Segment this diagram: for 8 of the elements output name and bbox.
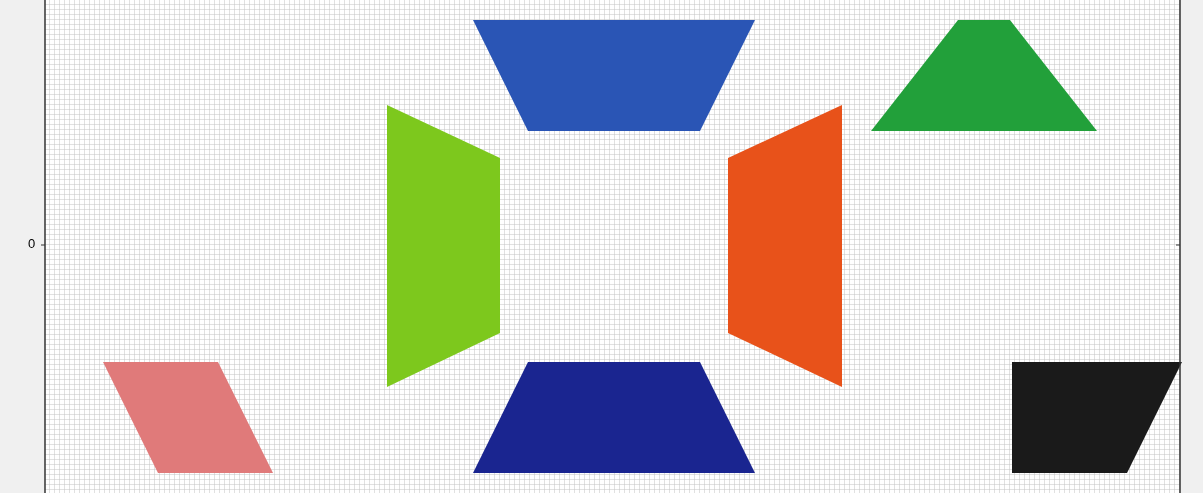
trapezoid-shape: [728, 105, 842, 387]
axis-tick-label: 0: [28, 237, 36, 250]
trapezoid-shape: [387, 105, 500, 387]
trapezoid-shape: [1012, 362, 1182, 473]
parallelogram-shape: [103, 362, 273, 473]
trapezoid-shape: [473, 20, 755, 131]
trapezoid-shape: [871, 20, 1097, 131]
trapezoid-shape: [473, 362, 755, 473]
